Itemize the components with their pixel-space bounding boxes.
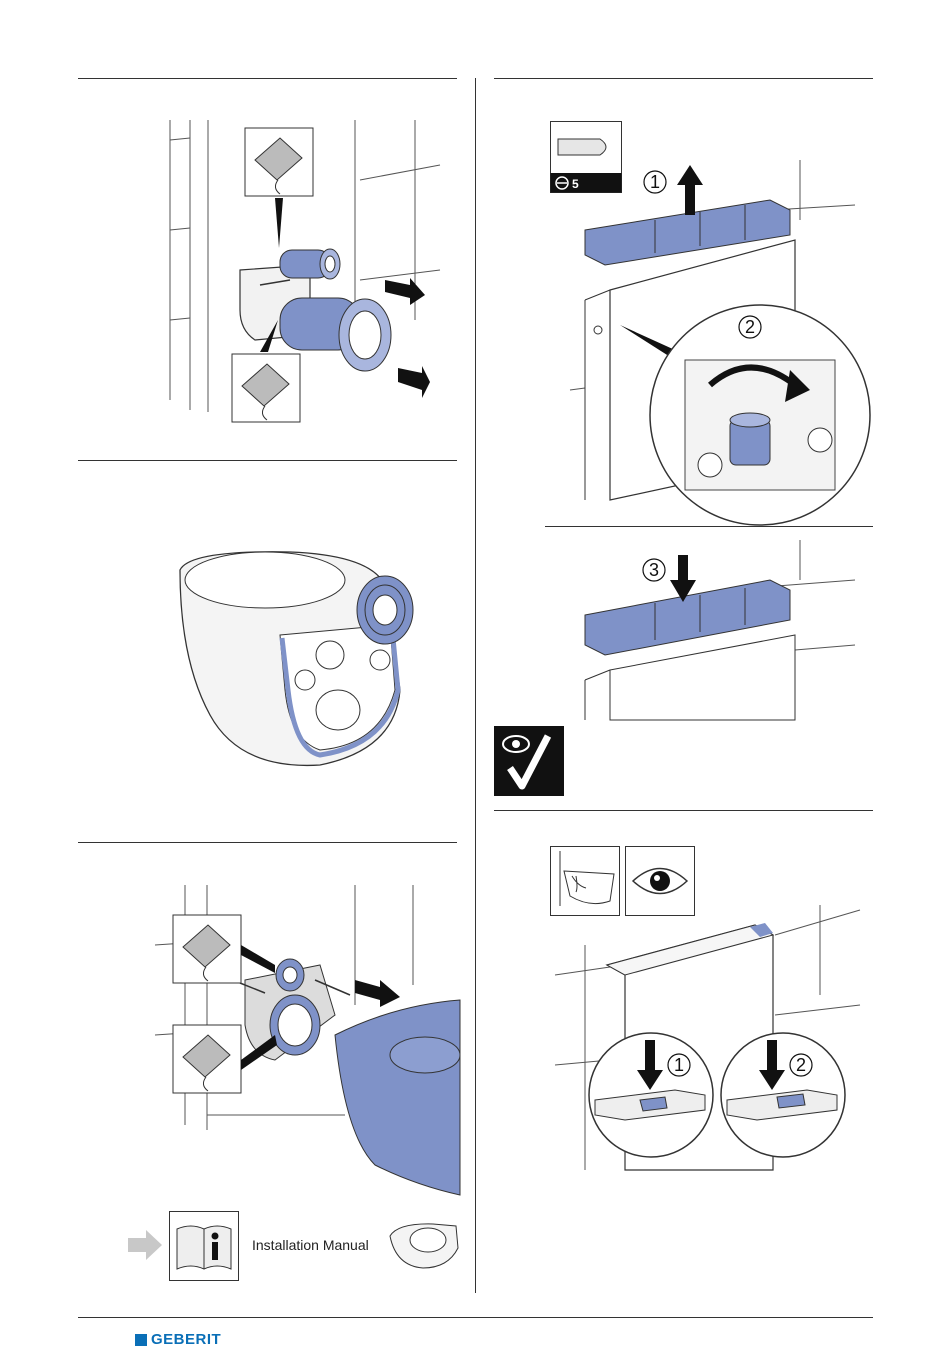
column-divider xyxy=(475,78,476,1293)
brand-name: GEBERIT xyxy=(151,1331,221,1348)
visual-check-icon xyxy=(494,726,564,796)
lubricant-icon xyxy=(232,354,300,422)
toilet-bowl xyxy=(335,1000,460,1195)
arrow-right-icon xyxy=(128,1230,162,1260)
lubricant-icon xyxy=(173,1025,241,1093)
brand-square xyxy=(135,1334,147,1346)
top-right-rule xyxy=(494,78,873,79)
illustration-bowl-mounting xyxy=(155,885,460,1195)
button-zoom-1: 1 xyxy=(589,1033,713,1157)
left-rule-3 xyxy=(78,842,457,843)
top-left-rule xyxy=(78,78,457,79)
right-rule-2 xyxy=(545,526,873,527)
illustration-toilet-seal xyxy=(170,540,420,770)
lubricant-icon xyxy=(173,915,241,983)
bottom-rule xyxy=(78,1317,873,1318)
illustration-cover-removal: 1 2 xyxy=(560,160,870,520)
button-zoom-2: 2 xyxy=(721,1033,845,1157)
seal-ring xyxy=(357,576,413,644)
step-number-3: 3 xyxy=(649,560,659,580)
manual-reference-label: Installation Manual xyxy=(252,1237,369,1253)
button-step-2: 2 xyxy=(796,1055,806,1075)
toilet-thumbnail xyxy=(388,1218,460,1270)
manual-info-icon xyxy=(169,1211,239,1281)
illustration-button-test: 1 2 xyxy=(555,905,865,1170)
left-rule-2 xyxy=(78,460,457,461)
illustration-pipe-connectors xyxy=(160,120,440,430)
lubricant-icon xyxy=(245,128,313,196)
brand-logo: GEBERIT xyxy=(135,1331,221,1348)
step-number-1: 1 xyxy=(650,172,660,192)
step-number-2: 2 xyxy=(745,317,755,337)
detail-zoom-circle xyxy=(650,305,870,525)
illustration-cover-install: 3 xyxy=(560,540,870,720)
button-step-1: 1 xyxy=(674,1055,684,1075)
right-rule-3 xyxy=(494,810,873,811)
